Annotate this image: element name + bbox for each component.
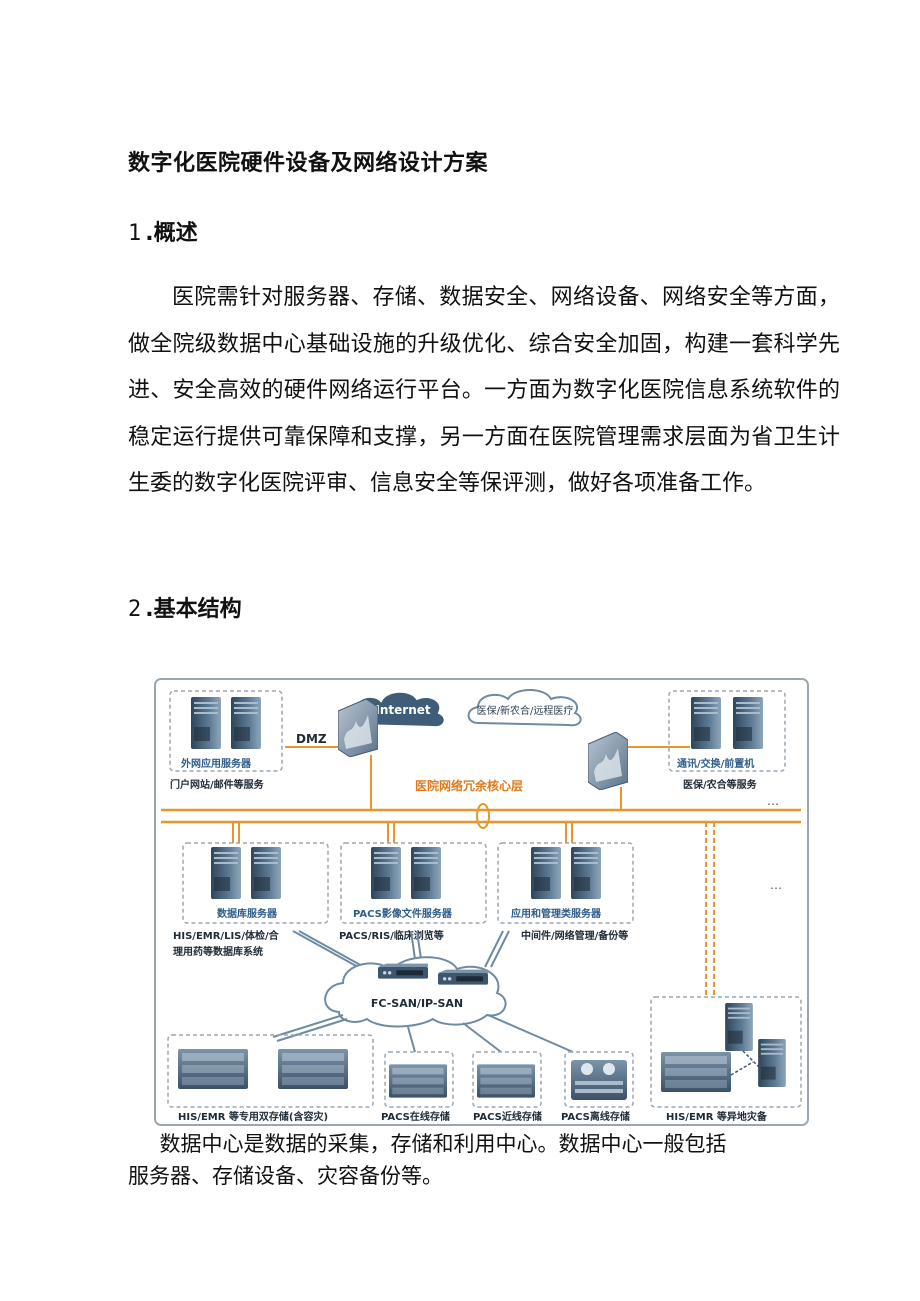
app-servers-desc: 中间件/网络管理/备份等: [521, 929, 628, 942]
storage-pacs-online-label: PACS在线存储: [381, 1110, 450, 1123]
san-cloud: FC-SAN/IP-SAN: [324, 956, 507, 1028]
storage-box-his: [167, 1034, 374, 1108]
db-servers-label: 数据库服务器: [217, 907, 278, 920]
comm-servers-label: 通讯/交换/前置机: [677, 757, 754, 770]
disk-array-icon: [389, 1064, 447, 1098]
medical-insurance-cloud: 医保/新农合/远程医疗: [467, 689, 582, 727]
external-servers-label: 外网应用服务器: [180, 757, 252, 770]
disk-array-icon: [477, 1064, 535, 1098]
pacs-servers-desc: PACS/RIS/临床浏览等: [339, 929, 444, 942]
tape-library-icon: [571, 1060, 627, 1100]
db-servers-desc: 理用药等数据库系统: [173, 945, 263, 958]
server-icon: [758, 1039, 786, 1087]
network-architecture-diagram: Internet 医保/新农合/远程医疗 DMZ 外网应用服务器 门户网站/邮件…: [154, 678, 809, 1126]
comm-servers-box: [668, 690, 786, 772]
server-icon: [691, 697, 721, 749]
page-title: 数字化医院硬件设备及网络设计方案: [128, 151, 489, 176]
storage-box-pacs-online: [384, 1051, 454, 1108]
dmz-label: DMZ: [296, 732, 327, 746]
pacs-servers-label: PACS影像文件服务器: [353, 907, 453, 920]
storage-remote-dr-label: HIS/EMR 等异地灾备: [666, 1110, 768, 1123]
storage-pacs-nearline-label: PACS近线存储: [473, 1110, 542, 1123]
disk-array-icon: [178, 1049, 248, 1089]
server-icon: [531, 847, 561, 899]
storage-box-pacs-nearline: [472, 1051, 542, 1108]
medical-cloud-label: 医保/新农合/远程医疗: [477, 704, 574, 717]
section-number: 1: [128, 221, 142, 246]
external-servers-box: [169, 690, 283, 772]
overview-paragraph: 医院需针对服务器、存储、数据安全、网络设备、网络安全等方面，做全院级数据中心基础…: [128, 285, 840, 496]
server-icon: [251, 847, 281, 899]
storage-box-pacs-offline: [564, 1051, 634, 1108]
server-icon: [231, 697, 261, 749]
san-label: FC-SAN/IP-SAN: [371, 997, 463, 1010]
server-icon: [725, 1003, 753, 1051]
app-servers-box: [497, 842, 634, 924]
diagram-frame: [154, 678, 809, 1126]
server-icon: [411, 847, 441, 899]
ellipsis-label: …: [770, 878, 782, 892]
section-heading-text: .基本结构: [145, 597, 242, 622]
section-heading-overview: 1.概述: [128, 215, 198, 247]
db-servers-desc: HIS/EMR/LIS/体检/合: [173, 929, 280, 942]
san-switch-icon: [378, 963, 428, 979]
db-servers-box: [182, 842, 329, 924]
server-icon: [571, 847, 601, 899]
storage-pacs-offline-label: PACS离线存储: [561, 1110, 630, 1123]
section-number: 2: [128, 597, 142, 622]
server-icon: [191, 697, 221, 749]
app-servers-label: 应用和管理类服务器: [511, 907, 602, 920]
server-icon: [211, 847, 241, 899]
external-servers-desc: 门户网站/邮件等服务: [170, 778, 265, 791]
server-icon: [371, 847, 401, 899]
san-switch-icon: [438, 969, 488, 985]
disk-array-icon: [278, 1049, 348, 1089]
section-heading-structure: 2.基本结构: [128, 591, 242, 623]
pacs-servers-box: [340, 842, 487, 924]
diagram-caption: 数据中心是数据的采集，存储和利用中心。数据中心一般包括服务器、存储设备、灾容备份…: [128, 1132, 727, 1188]
internet-label: Internet: [375, 703, 430, 717]
ellipsis-label: …: [767, 794, 779, 808]
storage-box-remote-dr: [650, 996, 802, 1108]
section-heading-text: .概述: [145, 221, 198, 246]
server-icon: [733, 697, 763, 749]
core-layer-label: 医院网络冗余核心层: [415, 778, 523, 793]
storage-his-label: HIS/EMR 等专用双存储(含容灾): [178, 1110, 328, 1123]
disk-array-icon: [661, 1052, 731, 1092]
comm-servers-desc: 医保/农合等服务: [683, 778, 758, 791]
